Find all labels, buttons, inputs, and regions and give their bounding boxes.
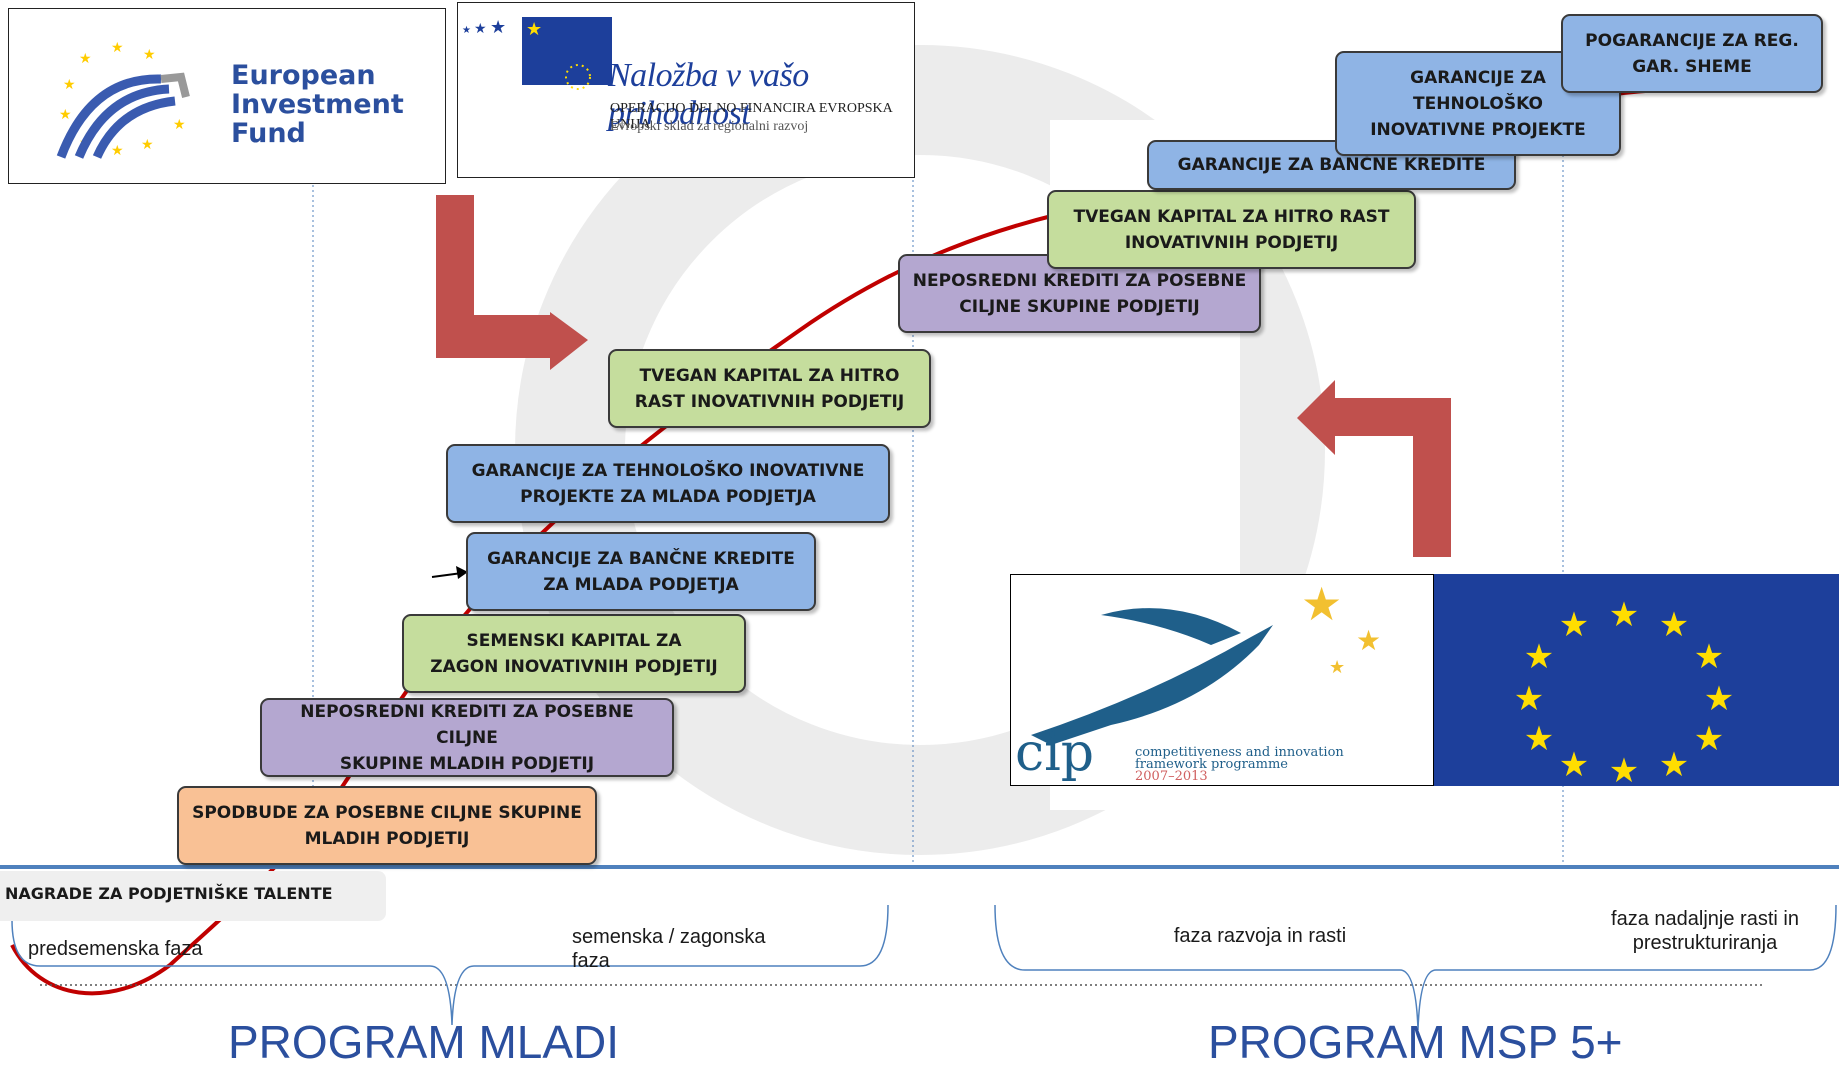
erdf-logo: ★★ ★ ★ Naložba v vašo prihodnost OPERACI…: [457, 2, 915, 178]
award-text: NAGRADE ZA PODJETNIŠKE TALENTE: [5, 884, 333, 903]
eif-name-line1: European: [231, 60, 376, 91]
svg-text:★: ★: [173, 116, 186, 132]
cip-word: cip: [1015, 723, 1095, 783]
eu-star-circle-icon: [565, 64, 591, 90]
arrow-right-icon: [436, 195, 588, 370]
svg-text:★: ★: [1559, 746, 1589, 784]
svg-text:★: ★: [1329, 657, 1345, 677]
cip-line3: 2007–2013: [1135, 769, 1208, 784]
svg-text:★: ★: [1559, 606, 1589, 644]
svg-text:★: ★: [79, 50, 92, 66]
svg-text:★: ★: [1609, 596, 1639, 634]
svg-text:★: ★: [1514, 680, 1544, 718]
cip-line1: competitiveness and innovation: [1135, 745, 1344, 760]
award-label: NAGRADE ZA PODJETNIŠKE TALENTE: [0, 871, 386, 921]
phase-braces: [11, 904, 1837, 1031]
step-venture-capital-young: TVEGAN KAPITAL ZA HITRO RAST INOVATIVNIH…: [608, 349, 931, 428]
svg-text:★: ★: [1704, 680, 1734, 718]
cip-logo: ★ ★ ★ cip competitiveness and innovation…: [1010, 574, 1434, 786]
step-seed-capital: SEMENSKI KAPITAL ZA ZAGON INOVATIVNIH PO…: [402, 614, 746, 693]
eu-flag-small-icon: ★★ ★ ★: [462, 17, 612, 85]
step-incentives-young: SPODBUDE ZA POSEBNE CILJNE SKUPINE MLADI…: [177, 786, 597, 865]
eu-flag: ★★★ ★★★ ★★★ ★★★: [1434, 574, 1839, 790]
erdf-slogan: Naložba v vašo prihodnost: [608, 57, 809, 132]
svg-text:★: ★: [1524, 638, 1554, 676]
svg-text:★: ★: [1659, 746, 1689, 784]
step-tech-guarantees-young: GARANCIJE ZA TEHNOLOŠKO INOVATIVNE PROJE…: [446, 444, 890, 523]
svg-text:★: ★: [143, 46, 156, 62]
arrow-left-icon: [1297, 380, 1451, 557]
svg-text:★: ★: [1356, 625, 1381, 656]
svg-text:★: ★: [526, 19, 542, 39]
svg-text:★: ★: [1609, 752, 1639, 786]
program-msp-title: PROGRAM MSP 5+: [1208, 1016, 1623, 1068]
step-bank-loan-guarantees-young: GARANCIJE ZA BANČNE KREDITE ZA MLADA POD…: [466, 532, 816, 611]
svg-text:★: ★: [1301, 578, 1342, 630]
eif-name-line3: Fund: [231, 118, 306, 149]
svg-text:★: ★: [462, 25, 471, 36]
cip-line2: framework programme: [1135, 757, 1288, 772]
svg-text:★: ★: [1694, 638, 1724, 676]
eif-name-line2: Investment: [231, 89, 404, 120]
phase-growth: faza razvoja in rasti: [1173, 925, 1347, 947]
phase-further-growth: faza nadaljnje rasti in prestrukturiranj…: [1611, 908, 1799, 954]
svg-text:★: ★: [474, 20, 487, 36]
svg-text:★: ★: [1694, 720, 1724, 758]
cip-gazelle-icon: ★ ★ ★: [1031, 578, 1381, 745]
phase-seed: semenska / zagonska faza: [572, 926, 766, 972]
step-direct-loans-young: NEPOSREDNI KREDITI ZA POSEBNE CILJNE SKU…: [260, 698, 674, 777]
eu-stars-icon: ★★★ ★★★ ★★★ ★★★: [1514, 596, 1734, 790]
erdf-line2: Evropski sklad za regionalni razvoj: [610, 119, 809, 134]
phase-preseed: predsemenska faza: [28, 938, 203, 960]
svg-text:★: ★: [111, 142, 124, 158]
program-mladi-title: PROGRAM MLADI: [228, 1016, 620, 1068]
step-venture-capital: TVEGAN KAPITAL ZA HITRO RAST INOVATIVNIH…: [1047, 190, 1416, 269]
svg-text:★: ★: [59, 106, 72, 122]
eif-logo: ★★ ★★ ★★ ★★ ★ European Investment Fund: [8, 8, 446, 184]
svg-text:★: ★: [490, 17, 506, 37]
eif-emblem-icon: ★★ ★★ ★★ ★★ ★: [56, 39, 190, 159]
svg-text:★: ★: [1659, 606, 1689, 644]
svg-text:★: ★: [111, 39, 124, 55]
svg-text:★: ★: [141, 136, 154, 152]
erdf-line1: OPERACIJO DELNO FINANCIRA EVROPSKA UNIJA: [610, 101, 892, 132]
step-counter-guarantees: POGARANCIJE ZA REG. GAR. SHEME: [1561, 14, 1823, 93]
svg-text:★: ★: [63, 76, 76, 92]
pointer-arrow-icon: [431, 566, 468, 579]
svg-text:★: ★: [1524, 720, 1554, 758]
